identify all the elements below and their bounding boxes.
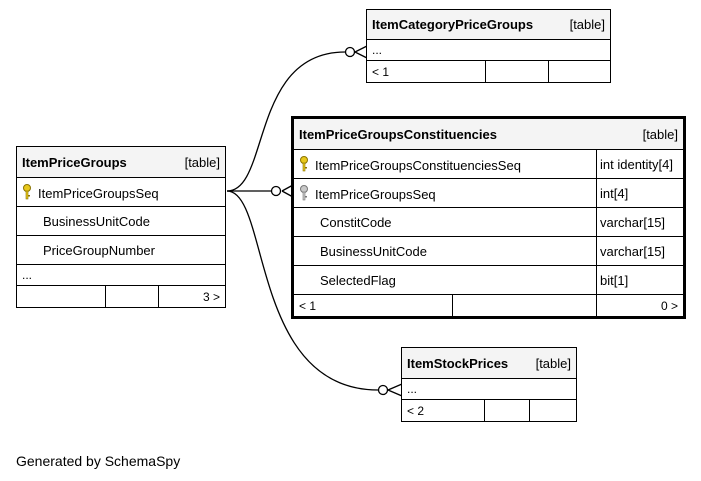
table-name: ItemPriceGroupsConstituencies [299, 126, 497, 142]
more-columns: ... [16, 264, 226, 286]
more-columns: ... [401, 378, 577, 400]
column-name: ConstitCode [294, 207, 597, 237]
rel-to-category [226, 51, 346, 192]
column-row[interactable]: ConstitCode varchar[15] [294, 207, 683, 237]
column-name: BusinessUnitCode [43, 213, 150, 229]
children-count [548, 60, 611, 83]
table-kind: [table] [535, 355, 571, 371]
column-type: int identity[4] [596, 149, 683, 179]
column-row[interactable]: ItemPriceGroupsSeq int[4] [294, 178, 683, 208]
table-item-category-price-groups[interactable]: ItemCategoryPriceGroups [table] ... < 1 [366, 9, 611, 83]
column-row[interactable]: ItemPriceGroupsConstituenciesSeq int ide… [294, 149, 683, 179]
more-columns: ... [366, 39, 611, 61]
column-row[interactable]: SelectedFlag bit[1] [294, 265, 683, 295]
column-type: varchar[15] [596, 207, 683, 237]
generated-by-label: Generated by SchemaSpy [16, 453, 181, 469]
column-row[interactable]: BusinessUnitCode varchar[15] [294, 236, 683, 266]
parents-count: < 1 [294, 294, 453, 316]
footer-cell [105, 285, 159, 308]
footer-cell [452, 294, 597, 316]
table-item-price-groups[interactable]: ItemPriceGroups [table] ItemPriceGroupsS… [16, 146, 226, 308]
optional-marker [377, 384, 389, 396]
table-name: ItemPriceGroups [22, 154, 127, 170]
column-name: ItemPriceGroupsSeq [315, 186, 436, 202]
rel-to-stock [226, 190, 379, 391]
column-type: int[4] [596, 178, 683, 208]
footer-cell [485, 60, 549, 83]
optional-marker [270, 185, 282, 197]
table-kind: [table] [642, 126, 678, 142]
column-row[interactable]: ItemPriceGroupsSeq [16, 177, 226, 207]
children-count [529, 399, 577, 422]
column-row[interactable]: BusinessUnitCode [16, 206, 226, 236]
table-name: ItemStockPrices [407, 355, 509, 371]
parents-count [16, 285, 106, 308]
primary-key-icon [23, 183, 31, 199]
column-name: ItemPriceGroupsConstituenciesSeq [315, 157, 521, 173]
foreign-key-icon [300, 184, 308, 200]
column-type: varchar[15] [596, 236, 683, 266]
column-name: ItemPriceGroupsSeq [38, 185, 159, 201]
column-name: SelectedFlag [294, 265, 597, 295]
footer-cell [484, 399, 530, 422]
table-item-stock-prices[interactable]: ItemStockPrices [table] ... < 2 [401, 347, 577, 422]
column-type: bit[1] [596, 265, 683, 295]
table-kind: [table] [569, 17, 605, 32]
table-name: ItemCategoryPriceGroups [372, 17, 534, 32]
column-row[interactable]: PriceGroupNumber [16, 235, 226, 265]
parents-count: < 2 [401, 399, 485, 422]
children-count: 0 > [596, 294, 683, 316]
optional-marker [344, 46, 356, 58]
children-count: 3 > [158, 285, 226, 308]
column-name: PriceGroupNumber [43, 242, 155, 258]
primary-key-icon [300, 155, 308, 171]
table-kind: [table] [184, 154, 220, 170]
table-item-price-groups-constituencies[interactable]: ItemPriceGroupsConstituencies [table] It… [291, 116, 686, 319]
column-name: BusinessUnitCode [294, 236, 597, 266]
parents-count: < 1 [366, 60, 486, 83]
